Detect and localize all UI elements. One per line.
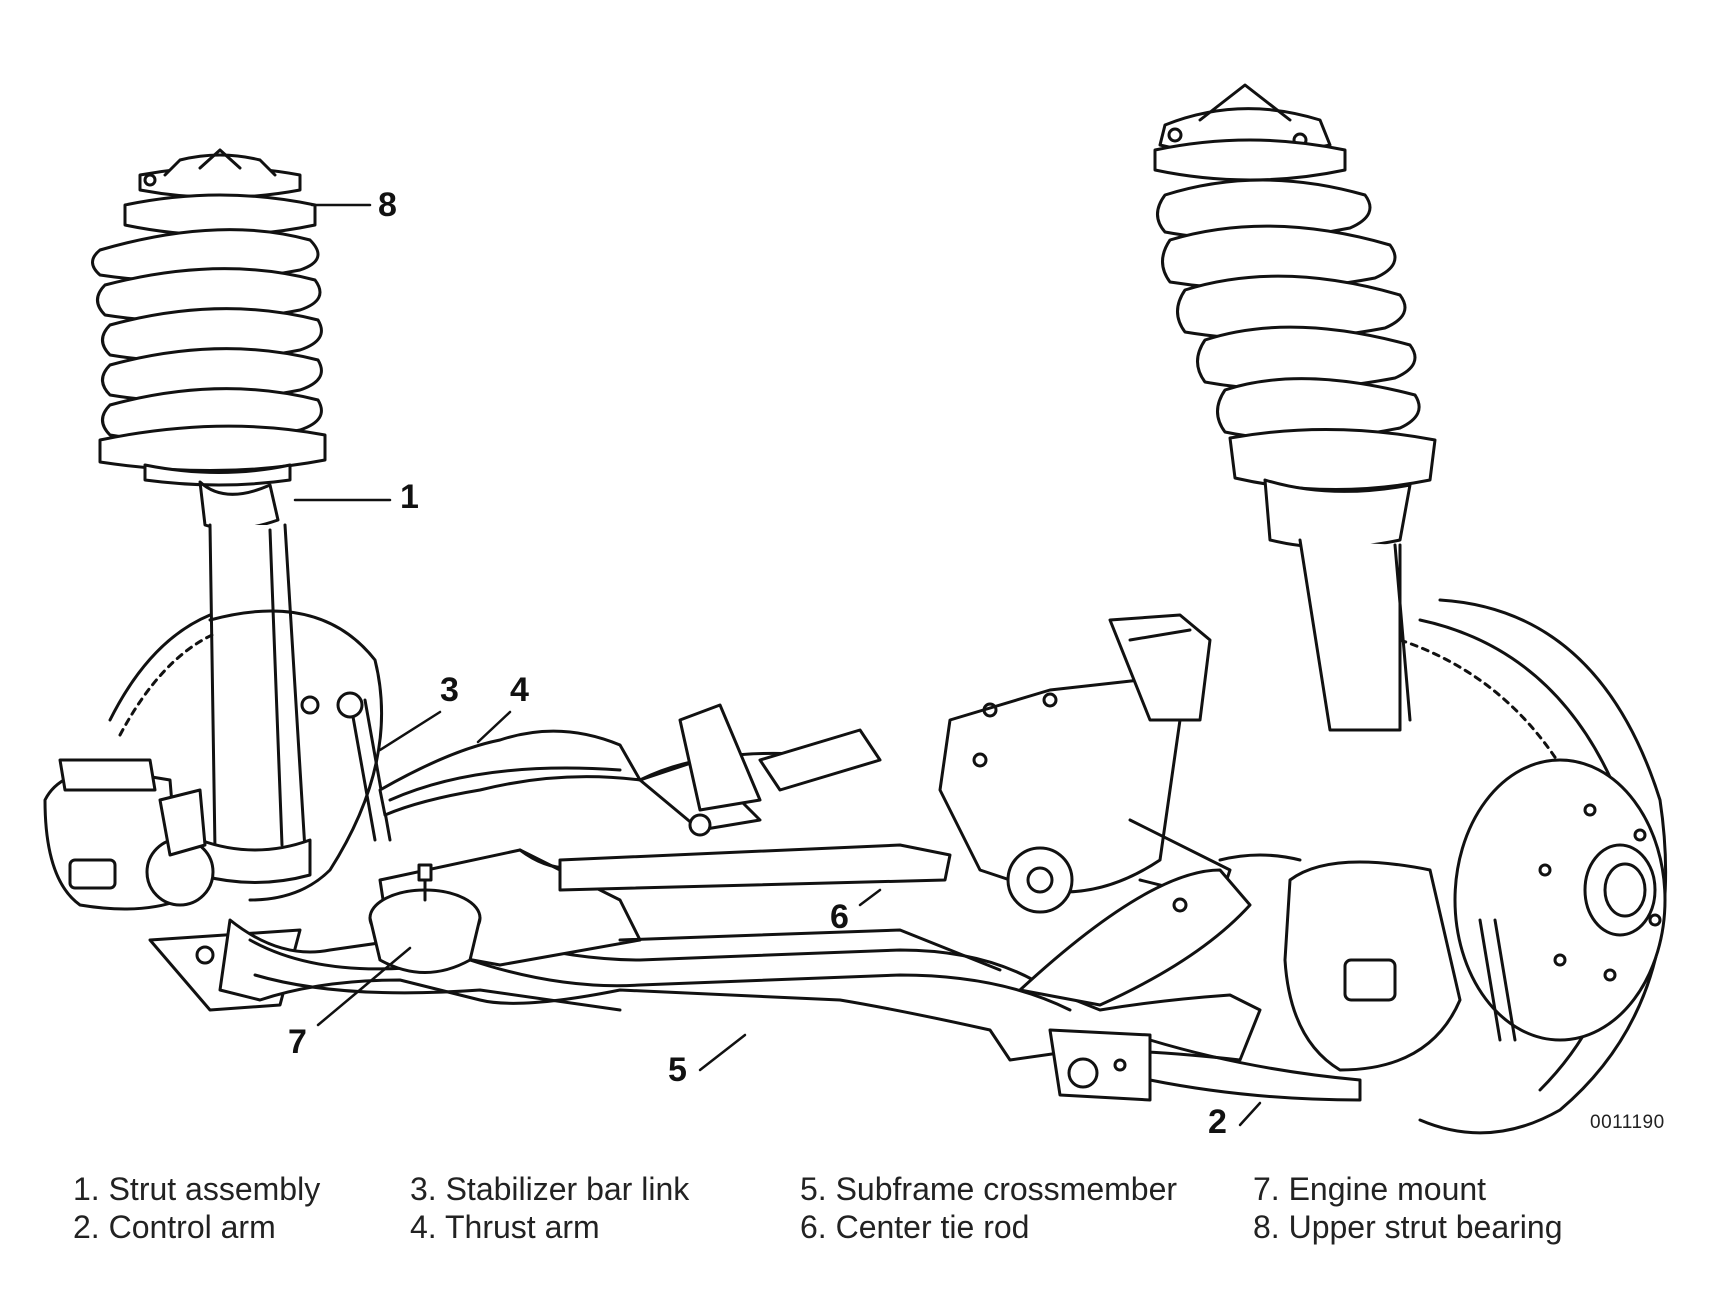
legend-item-engine-mount: 7. Engine mount xyxy=(1253,1171,1487,1207)
leader-lines xyxy=(293,203,1262,1127)
right-brake-rotor xyxy=(1283,598,1668,1135)
figure-code: 0011190 xyxy=(1590,1112,1665,1133)
legend-item-stabilizer-bar-link: 3. Stabilizer bar link xyxy=(410,1171,690,1207)
legend-column-4: 7. Engine mount 8. Upper strut bearing xyxy=(1253,1170,1563,1246)
leader-line-6 xyxy=(858,888,882,907)
stabilizer-and-thrust-arm xyxy=(336,691,862,842)
callout-7: 7 xyxy=(288,1023,307,1061)
callout-1: 1 xyxy=(400,478,419,516)
legend-column-3: 5. Subframe crossmember 6. Center tie ro… xyxy=(800,1170,1177,1246)
callout-8: 8 xyxy=(378,186,397,224)
callout-3: 3 xyxy=(440,671,459,709)
legend-item-center-tie-rod: 6. Center tie rod xyxy=(800,1209,1030,1245)
legend-item-upper-strut-bearing: 8. Upper strut bearing xyxy=(1253,1209,1563,1245)
left-strut-assembly xyxy=(91,148,327,884)
engine-mount xyxy=(368,848,602,974)
leader-line-5 xyxy=(698,1033,747,1072)
callout-5: 5 xyxy=(668,1051,687,1089)
legend-column-1: 1. Strut assembly 2. Control arm xyxy=(73,1170,320,1246)
callout-2: 2 xyxy=(1208,1103,1227,1141)
leader-line-2 xyxy=(1238,1101,1262,1127)
control-arm xyxy=(1018,853,1302,1007)
front-suspension-illustration xyxy=(43,83,1668,1135)
leader-line-4 xyxy=(476,710,512,744)
leader-line-3 xyxy=(378,710,442,752)
legend-item-subframe-crossmember: 5. Subframe crossmember xyxy=(800,1171,1178,1207)
steering-gearbox xyxy=(938,613,1232,914)
right-strut-assembly xyxy=(1153,83,1437,732)
legend-item-control-arm: 2. Control arm xyxy=(73,1209,276,1245)
legend-column-2: 3. Stabilizer bar link 4. Thrust arm xyxy=(410,1170,689,1246)
legend-item-strut-assembly: 1. Strut assembly xyxy=(73,1171,321,1207)
legend-item-thrust-arm: 4. Thrust arm xyxy=(410,1209,600,1245)
callout-4: 4 xyxy=(510,671,529,709)
callout-6: 6 xyxy=(830,898,849,936)
leader-line-7 xyxy=(316,946,412,1027)
center-tie-rod xyxy=(558,703,952,892)
